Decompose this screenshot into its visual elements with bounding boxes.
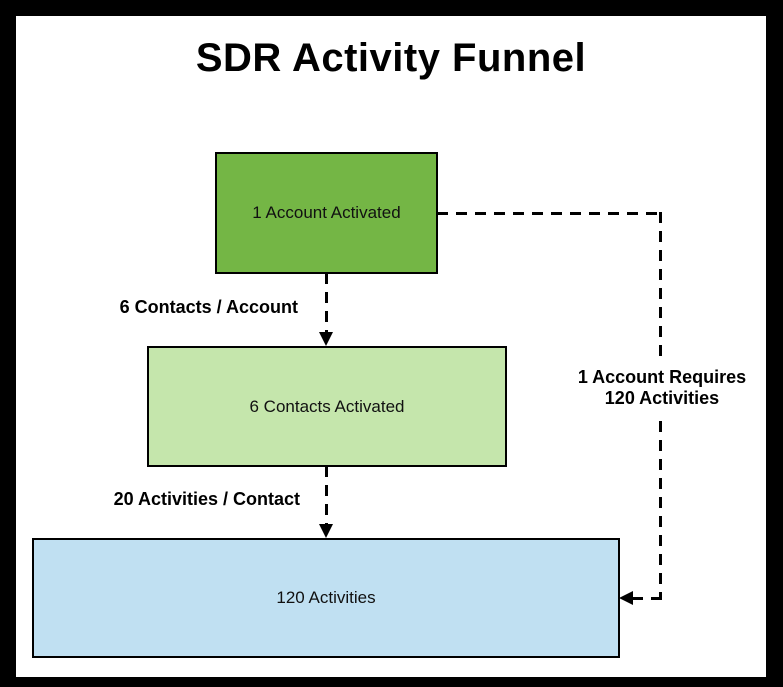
edge-label-account-requires-line2: 120 Activities xyxy=(604,388,720,408)
edge-label-activities-per-contact: 20 Activities / Contact xyxy=(113,489,300,509)
diagram-title: SDR Activity Funnel xyxy=(195,36,587,80)
node-contacts-label: 6 Contacts Activated xyxy=(249,396,405,416)
diagram-canvas: SDR Activity Funnel 1 Account Activated … xyxy=(16,16,766,677)
node-account-activated: 1 Account Activated xyxy=(215,152,438,274)
edge-contacts-to-activities-line xyxy=(325,466,328,525)
edge-label-contacts-per-account: 6 Contacts / Account xyxy=(119,297,298,317)
edge-label-account-requires-line1: 1 Account Requires xyxy=(577,367,747,387)
node-account-label: 1 Account Activated xyxy=(252,203,401,222)
edge-account-to-contacts-arrowhead-icon xyxy=(319,332,333,346)
node-activities-label: 120 Activities xyxy=(276,588,376,607)
edge-account-to-contacts-line xyxy=(325,273,328,333)
node-activities: 120 Activities xyxy=(32,538,620,658)
edge-account-to-activities-line-top xyxy=(437,212,661,215)
edge-account-to-activities-arrowhead-icon xyxy=(619,591,633,605)
edge-account-to-activities-line-bottom xyxy=(632,597,661,600)
edge-label-account-requires-activities: 1 Account Requires 120 Activities xyxy=(575,363,749,413)
node-contacts-activated: 6 Contacts Activated xyxy=(147,346,507,467)
edge-contacts-to-activities-arrowhead-icon xyxy=(319,524,333,538)
